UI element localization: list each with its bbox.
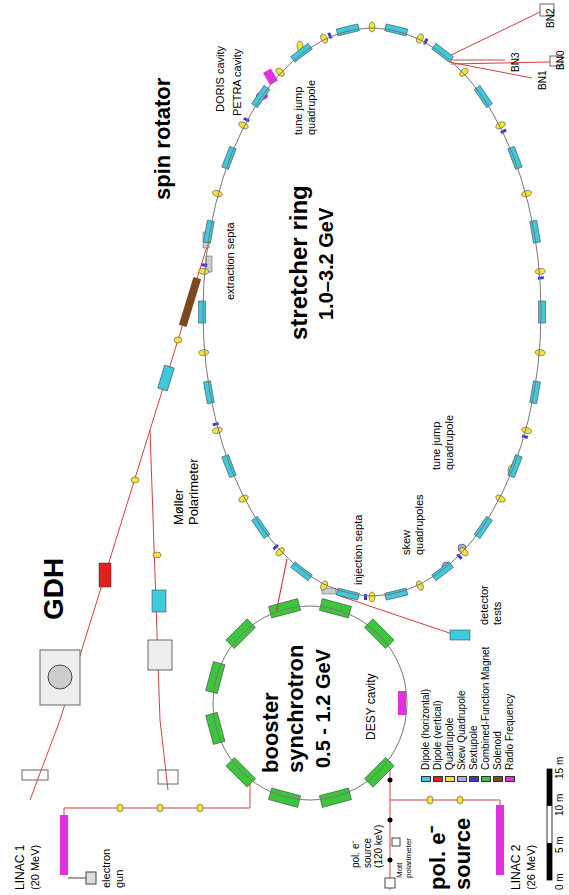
scale-bar — [547, 769, 552, 880]
annotation-label: 10 m — [554, 794, 566, 816]
legend-text: Radio Frequency — [504, 694, 516, 770]
annotation-label: PETRA cavity — [231, 49, 244, 116]
legend-text: Dipole (horizontal) — [420, 689, 432, 770]
annotation-label: (20 MeV) — [29, 845, 42, 890]
annotation-label: DESY cavity — [365, 674, 379, 740]
legend-swatch — [457, 776, 467, 782]
ring-title: 1.0–3.2 GeV — [315, 208, 338, 320]
annotation-label: injection septa — [352, 515, 365, 585]
accelerator-ring: stretcher ring1.0–3.2 GeV — [202, 27, 542, 597]
transfer-line — [277, 559, 288, 611]
beamline — [30, 12, 550, 890]
annotation-label: pol. e⁻ source (120 keV) — [350, 818, 385, 868]
annotation-label: (26 MeV) — [525, 845, 538, 890]
annotation-label: detector tests — [478, 570, 503, 625]
annotation-label: extraction septa — [224, 222, 237, 300]
legend-text: Quadrupole — [444, 718, 456, 770]
ring-outline — [212, 605, 408, 801]
annotation-label: 0 m — [554, 873, 566, 890]
annotation-label: tune jump quadrupole — [292, 73, 317, 135]
legend-text: Dipole (vertical) — [432, 701, 444, 770]
legend-swatch — [493, 776, 503, 782]
annotation-label: BN3 — [510, 53, 522, 72]
annotation-label: GDH — [38, 558, 70, 620]
annotation-label: DORIS cavity — [214, 46, 227, 112]
legend-swatch — [433, 776, 443, 782]
beamline-elements — [22, 4, 562, 888]
annotation-label: Mott polarimeter — [395, 833, 413, 878]
ring-title: booster synchrotron — [258, 633, 309, 773]
legend-swatch — [505, 776, 515, 782]
annotation-label: electron gun — [100, 838, 125, 888]
annotation-label: 15 m — [554, 757, 566, 779]
legend-text: Skew Quadrupole — [456, 691, 468, 771]
legend-swatch — [481, 776, 491, 782]
annotation-label: LINAC 2 — [510, 845, 524, 890]
ring-title: stretcher ring — [285, 185, 313, 340]
annotation-label: Møller Polarimeter — [172, 445, 202, 525]
ring-magnets — [198, 22, 546, 807]
legend-swatch — [469, 776, 479, 782]
ring-title: 0.5 - 1.2 GeV — [312, 649, 335, 768]
annotation-label: LINAC 1 — [14, 845, 28, 890]
annotation-label: spin rotator — [150, 78, 175, 200]
legend-text: Sextupole — [468, 726, 480, 770]
annotation-label: BN0 — [555, 51, 567, 70]
annotation-label: skew quadrupoles — [400, 485, 425, 555]
annotation-label: BN2 — [545, 9, 557, 28]
legend-text: Combined-Function Magnet — [480, 647, 492, 770]
legend-text: Solenoid — [492, 731, 504, 770]
ring-outline — [202, 27, 542, 597]
annotation-label: pol. e⁻ source — [425, 808, 476, 890]
annotation-label: tune jump quadrupole — [430, 400, 455, 470]
legend-swatch — [421, 776, 431, 782]
annotation-label: 5 m — [554, 836, 566, 853]
accelerator-ring: booster synchrotron0.5 - 1.2 GeV — [212, 605, 408, 801]
legend-swatch — [445, 776, 455, 782]
annotation-label: BN1 — [537, 71, 549, 90]
